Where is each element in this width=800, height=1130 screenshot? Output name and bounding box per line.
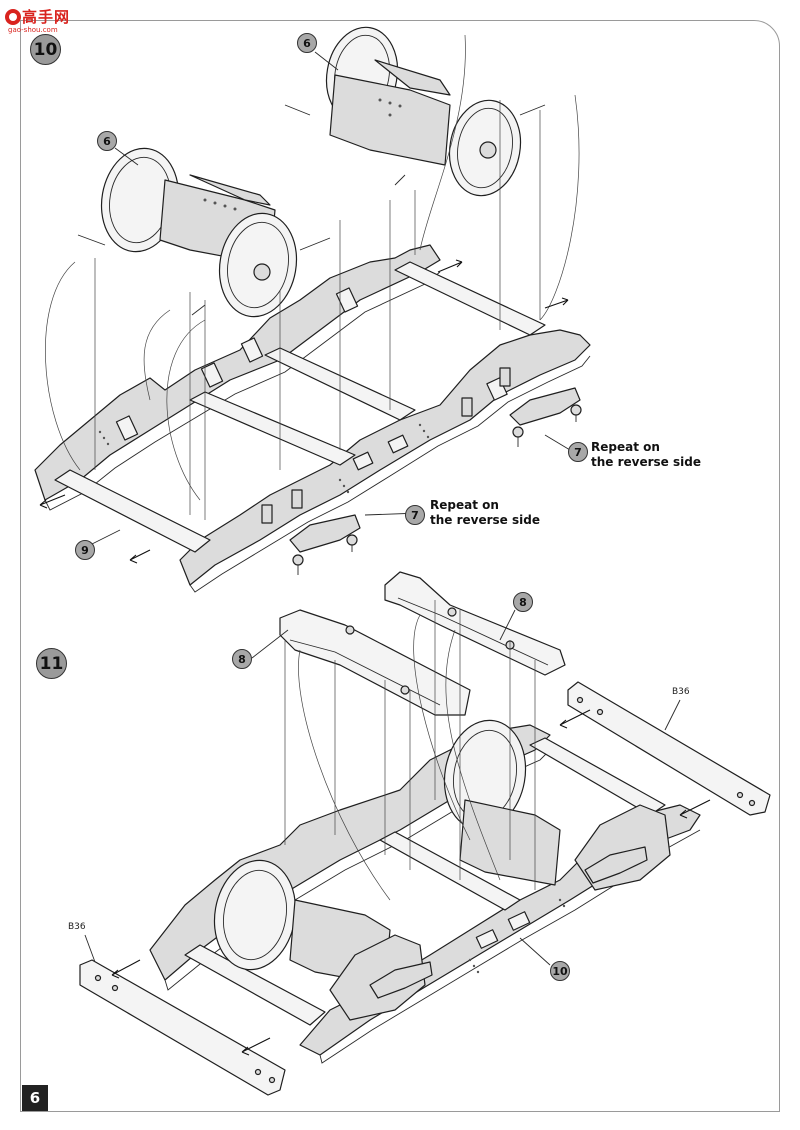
step10-chassis-frame	[34, 244, 591, 593]
repeat-note-lower-line2: the reverse side	[430, 513, 540, 527]
repeat-note-upper-line1: Repeat on	[591, 440, 660, 454]
step10-arrows	[39, 259, 569, 564]
step11-arrows	[111, 709, 711, 1056]
step11-bolster-left	[279, 609, 471, 716]
step11-end-plate-left	[79, 959, 286, 1096]
step-number-10: 10	[30, 34, 61, 65]
watermark-text: 高手网	[22, 8, 71, 26]
step10-guide-lines	[45, 34, 580, 520]
part-label-b36-left: B36	[68, 922, 86, 932]
part-callout-8-right: 8	[513, 592, 533, 612]
part-callout-6-right: 6	[297, 33, 317, 53]
repeat-note-lower-line1: Repeat on	[430, 498, 499, 512]
repeat-note-upper: Repeat on the reverse side	[591, 440, 701, 470]
watermark-subtext: gao-shou.com	[8, 26, 58, 34]
repeat-note-upper-line2: the reverse side	[591, 455, 701, 469]
page-number: 6	[22, 1085, 48, 1111]
part-callout-7-lower: 7	[405, 505, 425, 525]
step11-bolster-right	[384, 571, 566, 676]
part-callout-8-left: 8	[232, 649, 252, 669]
watermark-logo-icon	[5, 9, 21, 25]
part-callout-10: 10	[550, 961, 570, 981]
repeat-note-lower: Repeat on the reverse side	[430, 498, 540, 528]
part-callout-9: 9	[75, 540, 95, 560]
step11-chassis-frame	[149, 719, 701, 1064]
part-callout-7-upper: 7	[568, 442, 588, 462]
part-callout-6-left: 6	[97, 131, 117, 151]
step10-wheelset-right	[284, 26, 546, 197]
step11-guide-lines	[284, 600, 536, 901]
step11-end-plate-right	[567, 681, 771, 816]
step-number-11: 11	[36, 648, 67, 679]
part-label-b36-right: B36	[672, 687, 690, 697]
page-frame	[20, 20, 780, 1112]
step10-wheelset-left	[77, 147, 331, 318]
